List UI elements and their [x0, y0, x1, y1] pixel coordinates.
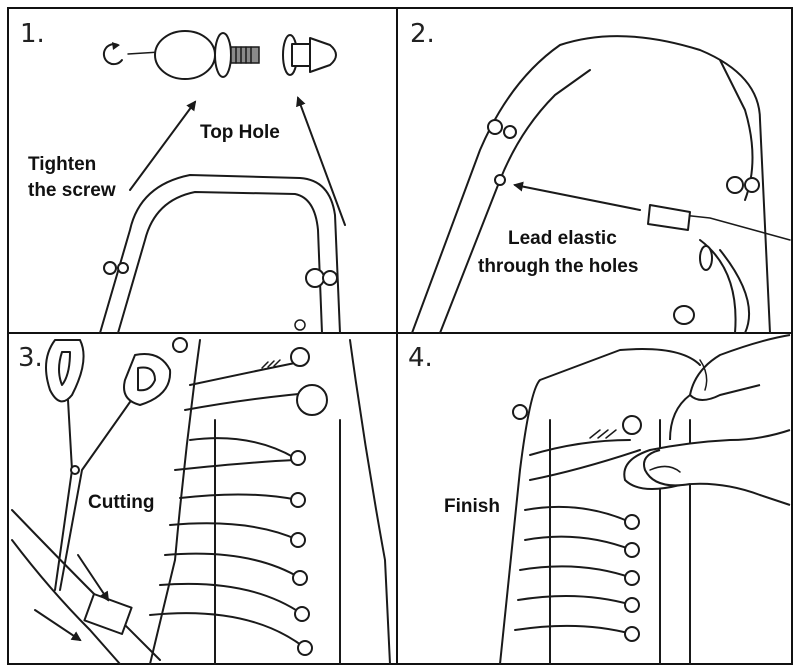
- eyelets-panel-3: [172, 337, 313, 656]
- panel-2-number: 2.: [410, 19, 435, 49]
- arrow-to-top-hole-left: [129, 100, 197, 191]
- lace-lock-egg: [127, 30, 260, 80]
- panel-4-number: 4.: [408, 343, 433, 373]
- lace-rows-panel-4: [514, 439, 641, 635]
- caption-through-the-holes: through the holes: [478, 256, 638, 277]
- boot-top-panel-2: [411, 35, 791, 334]
- panel-3-number: 3.: [18, 343, 43, 373]
- panel-2: 2. Lead elastic through the holes: [410, 19, 791, 334]
- screw-cap: [282, 34, 337, 76]
- boot-laces-panel-4: [499, 348, 701, 665]
- panel-grid: [7, 7, 793, 665]
- caption-cutting: Cutting: [88, 492, 154, 513]
- panel-1: 1.: [20, 19, 346, 334]
- panel-1-number: 1.: [20, 19, 45, 49]
- rotate-icon: [102, 42, 123, 66]
- eyelets-panel-4: [624, 514, 640, 642]
- caption-finish: Finish: [444, 496, 500, 517]
- caption-tighten: Tighten: [28, 154, 96, 175]
- arrow-to-top-hole-right: [296, 96, 346, 226]
- arrow-cut-point-1: [77, 554, 110, 602]
- arrow-elastic-through-holes: [513, 181, 641, 211]
- panel-3: 3.: [11, 337, 391, 665]
- boot-laces-panel-3: [149, 337, 391, 665]
- panel-4: 4.: [408, 334, 791, 665]
- caption-the-screw: the screw: [28, 180, 116, 201]
- scissors-icon: [45, 339, 172, 591]
- boot-top-panel-1: [99, 174, 341, 334]
- caption-lead-elastic: Lead elastic: [508, 228, 617, 249]
- caption-top-hole: Top Hole: [200, 122, 280, 143]
- arrow-cut-point-2: [34, 609, 82, 642]
- lace-clip: [83, 593, 133, 635]
- hand-icon: [623, 334, 791, 506]
